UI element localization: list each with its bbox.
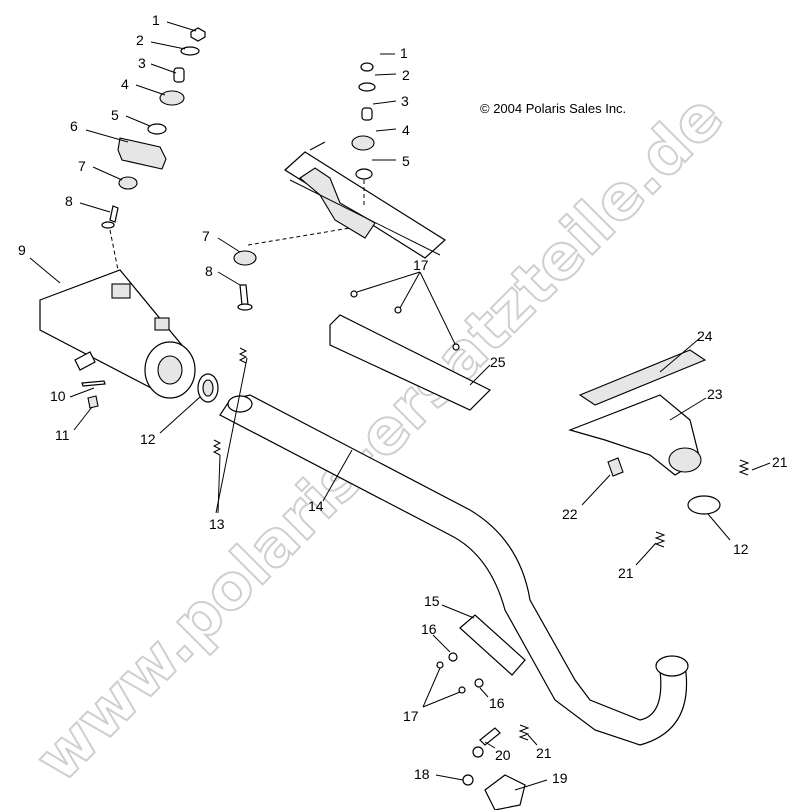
heat-shield-25 [329, 314, 492, 411]
callout-labels: 1 2 3 4 5 6 7 8 9 10 11 12 13 14 1 2 3 4… [18, 12, 788, 786]
sensor-11 [87, 395, 99, 409]
callout-10: 10 [50, 388, 66, 404]
bracket-19 [484, 774, 526, 810]
gasket-12-left-inner [202, 379, 214, 397]
spring-21-middle [654, 531, 666, 548]
callout-17-upper: 17 [413, 257, 429, 273]
callout-1-left: 1 [152, 12, 160, 28]
spring-21-right [738, 459, 750, 476]
nut-20 [472, 746, 484, 758]
callout-6: 6 [70, 118, 78, 134]
callout-19: 19 [552, 770, 568, 786]
washer-16a [448, 652, 458, 662]
spring-13-lower [212, 439, 222, 456]
callout-21-right: 21 [772, 454, 788, 470]
leader-lines [29, 21, 771, 791]
callout-5-left: 5 [111, 107, 119, 123]
bracket-15 [459, 614, 526, 676]
callout-9: 9 [18, 242, 26, 258]
callout-12-right: 12 [733, 541, 749, 557]
callout-8-right: 8 [205, 263, 213, 279]
frame-crossmember [247, 62, 446, 259]
callout-2-left: 2 [136, 32, 144, 48]
callout-13: 13 [209, 516, 225, 532]
callout-25: 25 [490, 354, 506, 370]
nut-18 [462, 774, 474, 786]
spring-13-upper [238, 347, 248, 364]
nut-17d [436, 661, 444, 669]
clip-10 [81, 380, 106, 387]
callout-4-right: 4 [402, 122, 410, 138]
callout-21-middle: 21 [618, 565, 634, 581]
callout-20: 20 [495, 747, 511, 763]
head-pipe-23 [568, 394, 702, 476]
spring-21-lower [518, 724, 530, 741]
callout-2-right: 2 [402, 67, 410, 83]
nut-17c [452, 343, 460, 351]
callout-16-lower: 16 [489, 695, 505, 711]
exhaust-pipe [219, 394, 689, 746]
left-hardware-stack [101, 27, 206, 291]
gasket-12-right [687, 495, 721, 515]
callout-4-left: 4 [121, 76, 129, 92]
muffler [39, 269, 196, 399]
callout-22: 22 [562, 506, 578, 522]
callout-21-lower: 21 [536, 745, 552, 761]
callout-24: 24 [697, 328, 713, 344]
callout-3-right: 3 [401, 93, 409, 109]
nut-17b [394, 306, 402, 314]
callout-16-upper: 16 [421, 621, 437, 637]
callout-7-right: 7 [202, 228, 210, 244]
grommet-and-bolt [233, 250, 257, 311]
nut-17e [458, 686, 466, 694]
callout-23: 23 [707, 386, 723, 402]
callout-8-left: 8 [65, 193, 73, 209]
washer-16b [474, 678, 484, 688]
callout-14: 14 [308, 498, 324, 514]
callout-1-right: 1 [400, 45, 408, 61]
nut-17a [350, 290, 358, 298]
callout-15: 15 [424, 593, 440, 609]
sensor-22 [607, 457, 624, 477]
callout-18: 18 [414, 766, 430, 782]
copyright-notice: © 2004 Polaris Sales Inc. [480, 101, 626, 116]
callout-3-left: 3 [138, 55, 146, 71]
callout-7-left: 7 [78, 158, 86, 174]
callout-17-lower: 17 [403, 708, 419, 724]
callout-5-right: 5 [402, 153, 410, 169]
callout-12-left: 12 [140, 431, 156, 447]
stud-20 [479, 727, 501, 746]
callout-11: 11 [55, 427, 70, 443]
gasket-24 [578, 349, 707, 406]
